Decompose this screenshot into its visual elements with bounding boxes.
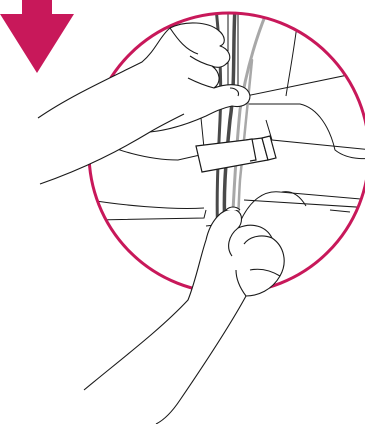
- arrow-down-icon: [0, 0, 74, 73]
